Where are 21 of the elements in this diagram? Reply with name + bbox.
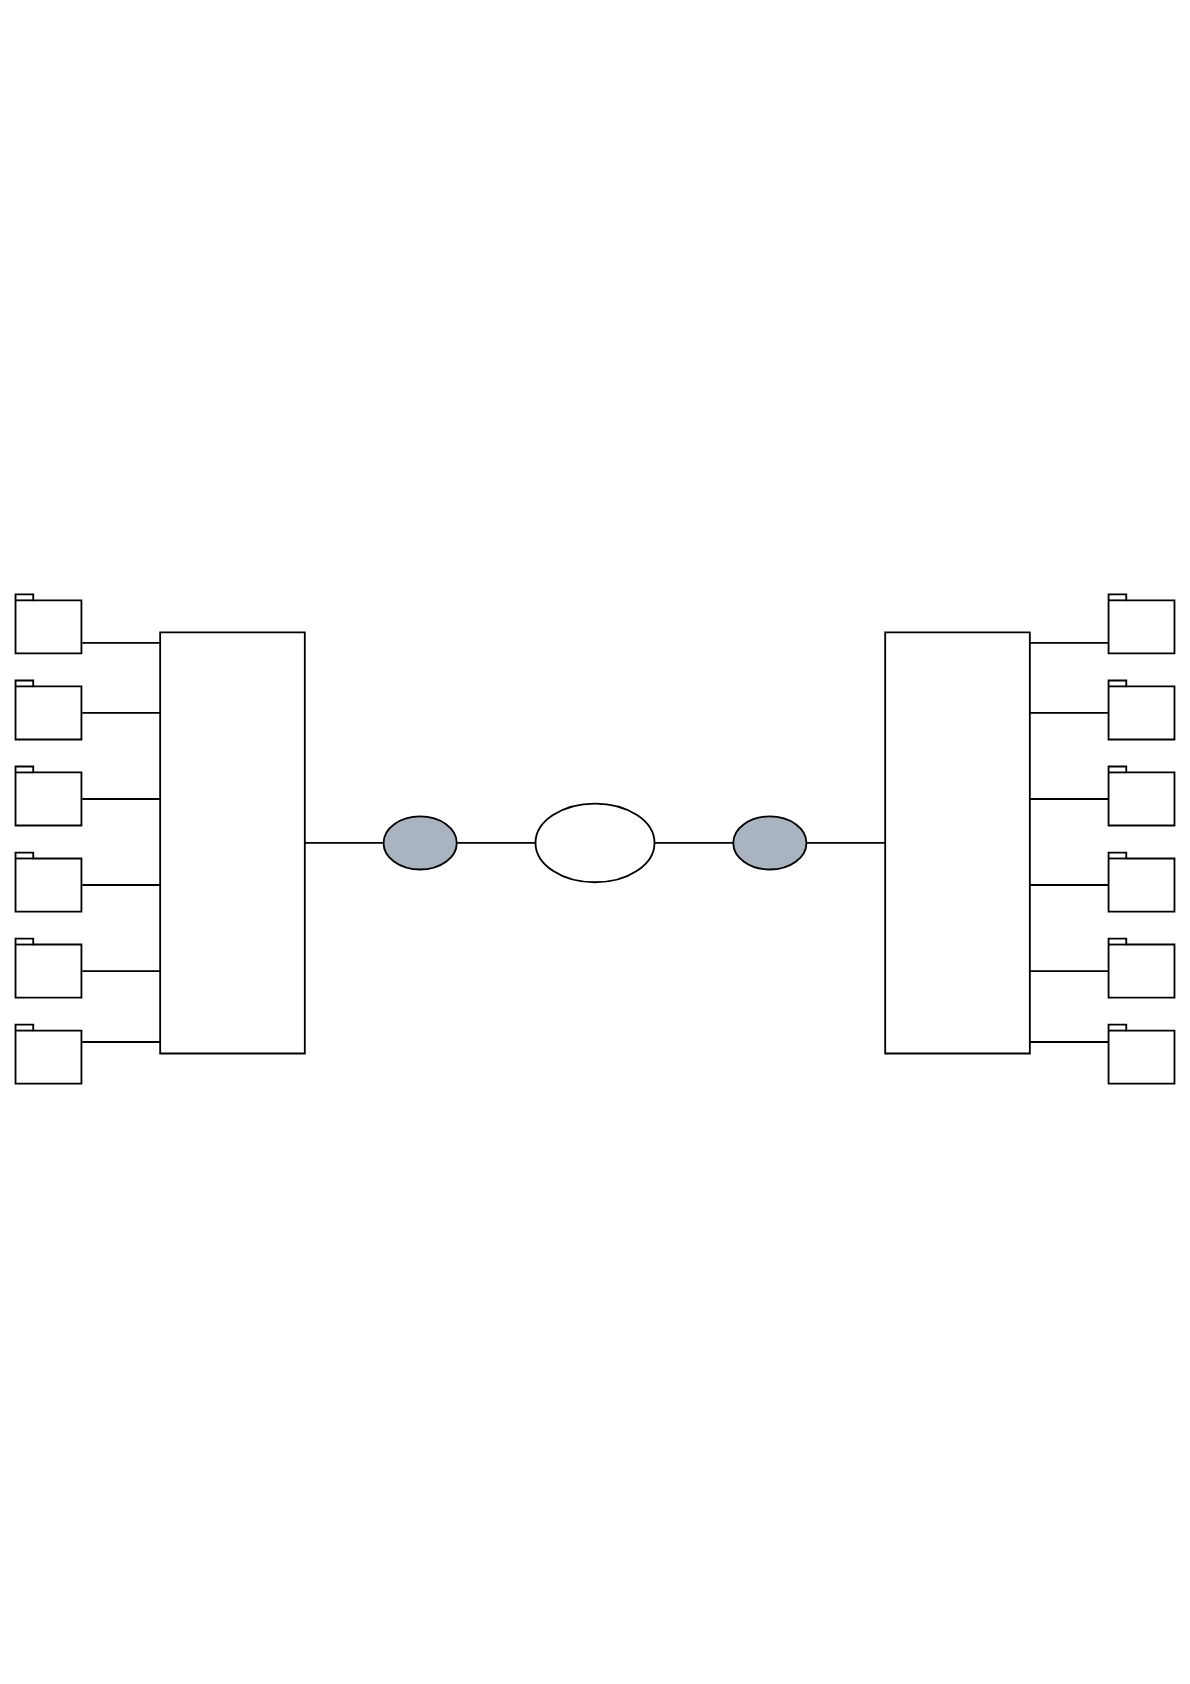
node-cloud xyxy=(534,802,656,884)
connector xyxy=(81,798,161,800)
connector xyxy=(81,884,161,886)
node-box xyxy=(159,631,306,1055)
node-router xyxy=(382,815,458,871)
connector xyxy=(1029,884,1110,886)
connector xyxy=(81,1041,161,1043)
connector xyxy=(1029,798,1110,800)
node-router xyxy=(732,815,808,871)
connector xyxy=(1029,712,1110,714)
connector xyxy=(81,712,161,714)
connector xyxy=(1029,641,1110,644)
connector xyxy=(81,641,161,644)
connector xyxy=(81,970,161,972)
connector xyxy=(456,842,537,844)
connector xyxy=(1029,970,1110,972)
connector xyxy=(806,842,886,844)
node-box xyxy=(884,631,1031,1055)
connector xyxy=(653,842,734,844)
connector xyxy=(1029,1041,1110,1043)
connector xyxy=(304,842,385,844)
